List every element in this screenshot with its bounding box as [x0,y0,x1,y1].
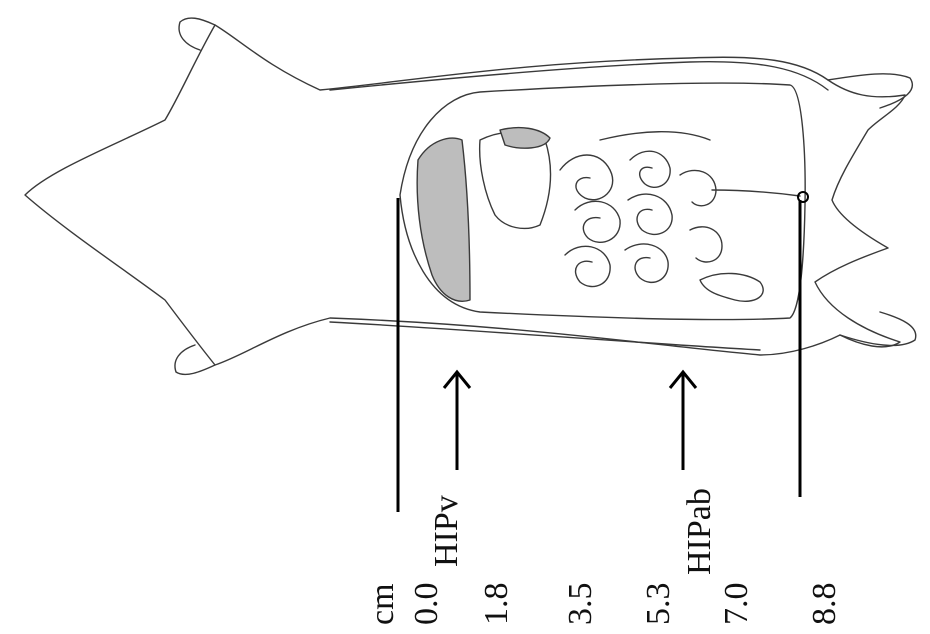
scale-tick-3: 5.3 [642,583,676,626]
intestines [560,132,800,302]
scale-tick-1: 1.8 [480,583,514,626]
scale-tick-0: 0.0 [410,583,444,626]
mouse-body-inner-line [330,62,828,90]
anus-marker [798,192,808,202]
mouse-body-inner-line-lower [330,322,760,350]
liver-lobe [417,138,470,301]
scale-unit-label: cm [366,583,400,625]
scale-tick-2: 3.5 [564,583,598,626]
spleen [500,128,550,149]
hipv-label: HIPv [430,495,464,567]
scale-tick-5: 8.8 [808,583,842,626]
lower-front-paw [175,345,215,374]
scale-tick-4: 7.0 [720,583,754,626]
hipab-label: HIPab [683,488,717,575]
